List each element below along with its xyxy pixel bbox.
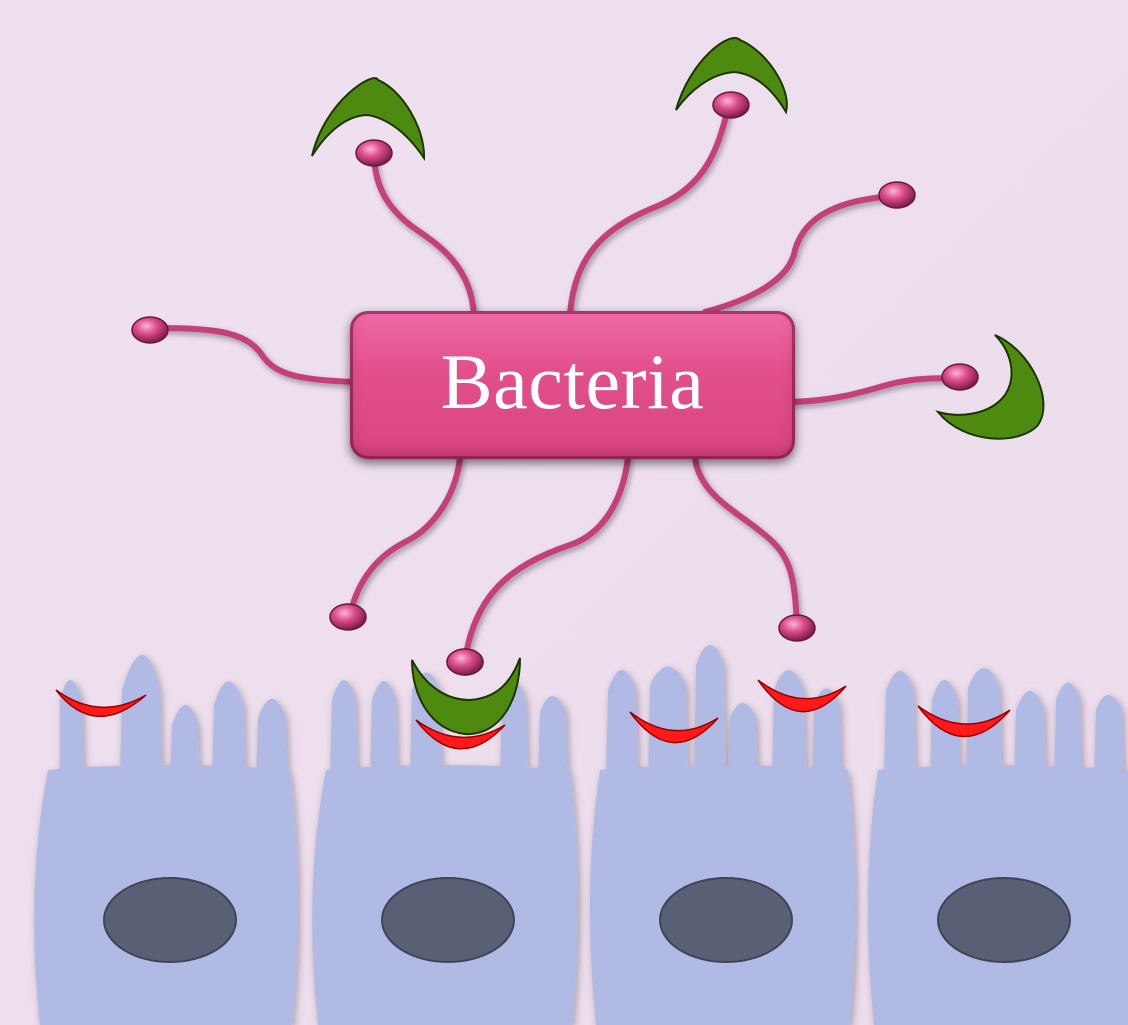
receptors — [56, 680, 1010, 749]
microvillus — [370, 681, 398, 780]
pilus-tip — [330, 604, 366, 630]
bacteria-label: Bacteria — [441, 343, 705, 421]
pilus-tip — [942, 364, 978, 390]
nucleus — [938, 878, 1070, 962]
pilus — [793, 378, 960, 402]
microvillus — [256, 699, 288, 780]
pilus — [350, 458, 460, 616]
pilus-tip — [713, 92, 749, 118]
epithelial-cell — [34, 655, 298, 1025]
microvillus — [330, 680, 358, 780]
nucleus — [382, 878, 514, 962]
microvillus — [648, 667, 688, 781]
microvillus — [1094, 695, 1124, 780]
microvillus — [772, 670, 806, 780]
nucleus — [660, 878, 792, 962]
microvillus — [884, 671, 916, 780]
microvillus — [120, 655, 162, 780]
pilus — [705, 196, 893, 312]
pilus — [570, 108, 728, 314]
pilus-tip — [779, 615, 815, 641]
pilus-tip — [879, 182, 915, 208]
epithelial-layer — [34, 645, 1128, 1025]
pilus-tip — [132, 317, 168, 343]
bacteria-body: Bacteria — [350, 311, 795, 459]
pilus — [465, 458, 628, 660]
pilus — [374, 158, 474, 314]
pilus — [695, 458, 797, 628]
pilus-tip — [447, 649, 483, 675]
microvillus — [212, 682, 246, 781]
microvillus — [606, 670, 638, 780]
microvillus — [538, 696, 568, 780]
pilus-tip — [356, 140, 392, 166]
microvillus — [694, 645, 726, 780]
microvillus — [1054, 683, 1082, 781]
pilus — [150, 328, 355, 382]
nucleus — [104, 878, 236, 962]
